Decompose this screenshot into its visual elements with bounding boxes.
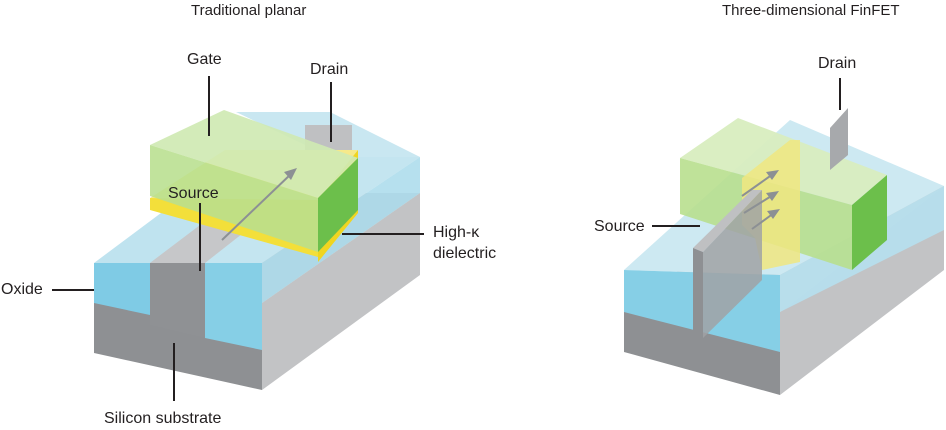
gate-label: Gate xyxy=(187,51,222,68)
finfet-current-arrow-1 xyxy=(741,173,774,197)
planar-silicon-strip-front xyxy=(150,263,205,338)
finfet-current-arrow-2 xyxy=(743,194,774,214)
gate-leader-line xyxy=(208,76,210,136)
planar-oxide-right-front xyxy=(205,263,262,350)
oxide-leader-line xyxy=(52,289,94,291)
finfet-fin-source-side xyxy=(703,190,762,338)
drain-finfet-label: Drain xyxy=(818,55,857,72)
planar-current-arrow xyxy=(221,172,293,241)
planar-gate-front xyxy=(150,145,318,252)
drain-finfet-leader-line xyxy=(839,78,841,110)
planar-current-arrowhead xyxy=(284,168,297,180)
planar-gate-top xyxy=(150,110,358,198)
drain-planar-leader-line xyxy=(330,82,332,142)
finfet-current-arrowhead-2 xyxy=(766,191,779,201)
finfet-gate-side xyxy=(852,175,887,270)
finfet-title: Three-dimensional FinFET xyxy=(722,2,900,19)
source-finfet-leader-line xyxy=(652,225,700,227)
finfet-fin-drain xyxy=(830,108,848,170)
finfet-current-arrow-3 xyxy=(751,212,775,230)
finfet-fin-source xyxy=(693,190,762,252)
planar-title: Traditional planar xyxy=(191,2,307,19)
high-k-leader-line xyxy=(342,233,424,235)
source-finfet-label: Source xyxy=(594,218,645,235)
high-k-label: High-κ xyxy=(433,224,480,241)
source-planar-leader-line xyxy=(199,203,201,271)
drain-planar-label: Drain xyxy=(310,61,349,78)
dielectric-label: dielectric xyxy=(433,245,497,262)
planar-gate-side xyxy=(318,158,358,252)
planar-substrate-side xyxy=(262,193,420,390)
silicon-substrate-leader-line xyxy=(173,343,175,401)
finfet-current-arrowhead-1 xyxy=(766,170,779,180)
finfet-current-arrowhead-3 xyxy=(767,209,780,219)
silicon-substrate-label: Silicon substrate xyxy=(104,410,222,427)
source-planar-label: Source xyxy=(168,185,219,202)
oxide-label: Oxide xyxy=(1,281,43,298)
finfet-fin-source-front xyxy=(693,248,703,338)
planar-oxide-left-front xyxy=(94,263,150,315)
